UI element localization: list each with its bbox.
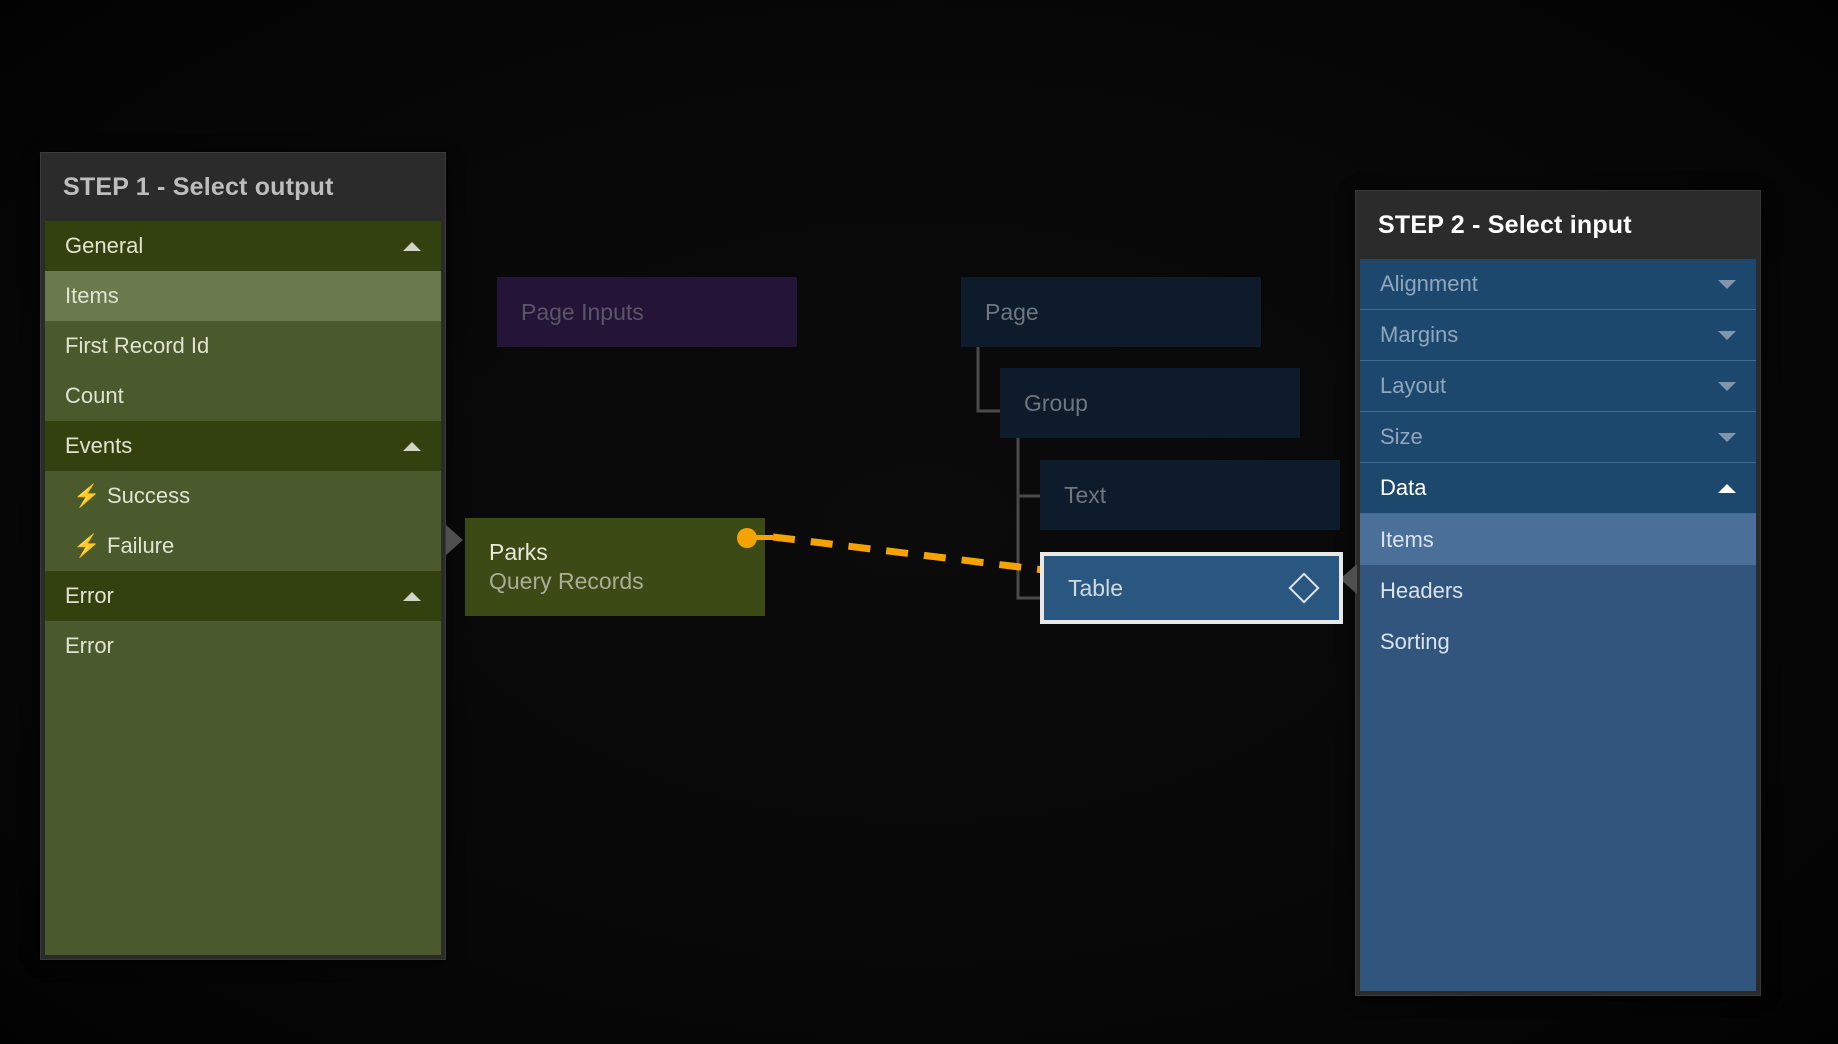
step1-section-error[interactable]: Error [45,571,441,621]
parks-output-port[interactable] [737,528,757,548]
caret-down-icon[interactable] [1718,279,1736,289]
node-text[interactable]: Text [1040,460,1340,530]
step2-section-alignment[interactable]: Alignment [1360,259,1756,310]
node-page[interactable]: Page [961,277,1261,347]
step1-item-failure[interactable]: ⚡ Failure [45,521,441,571]
step1-item-error-label: Error [65,633,114,658]
step2-section-layout-label: Layout [1380,373,1447,398]
step1-item-items[interactable]: Items [45,271,441,321]
step1-item-error[interactable]: Error [45,621,441,671]
caret-up-icon[interactable] [403,441,421,451]
step2-item-headers-label: Headers [1380,577,1464,603]
step2-section-size[interactable]: Size [1360,412,1756,463]
caret-up-icon[interactable] [403,241,421,251]
node-table[interactable]: Table [1040,552,1343,624]
step-1-title: STEP 1 - Select output [63,172,334,201]
step-2-list[interactable]: Alignment Margins Layout Size Data Items [1360,259,1756,991]
caret-down-icon[interactable] [1718,381,1736,391]
caret-down-icon[interactable] [1718,330,1736,340]
step2-item-headers[interactable]: Headers [1360,565,1756,616]
parks-output-stub [755,535,773,540]
node-text-label: Text [1064,481,1107,508]
caret-up-icon[interactable] [403,591,421,601]
step1-item-first-record-id-label: First Record Id [65,333,210,358]
step1-section-error-label: Error [65,583,114,608]
node-parks-subtitle: Query Records [489,568,644,594]
lightning-bolt-icon: ⚡ [73,483,101,508]
step2-section-margins[interactable]: Margins [1360,310,1756,361]
step1-item-count[interactable]: Count [45,371,441,421]
node-table-label: Table [1068,574,1123,601]
node-page-inputs[interactable]: Page Inputs [497,277,797,347]
step1-section-events[interactable]: Events [45,421,441,471]
step2-section-size-label: Size [1380,424,1423,449]
node-parks[interactable]: Parks Query Records [465,518,765,616]
node-parks-title: Parks [489,539,548,566]
step1-section-events-label: Events [65,433,133,458]
node-group-label: Group [1024,389,1088,416]
step2-item-sorting[interactable]: Sorting [1360,616,1756,667]
caret-down-icon[interactable] [1718,432,1736,442]
step2-section-data-label: Data [1380,475,1427,500]
step-2-input-arrow-icon [1340,564,1357,594]
diamond-icon[interactable] [1288,572,1320,604]
step2-item-sorting-label: Sorting [1380,628,1450,654]
step1-item-success-label: Success [107,483,191,508]
step1-item-items-label: Items [65,283,119,308]
node-page-inputs-label: Page Inputs [521,298,644,325]
step-2-title: STEP 2 - Select input [1378,210,1632,239]
node-group[interactable]: Group [1000,368,1300,438]
caret-up-icon[interactable] [1718,483,1736,493]
step1-item-first-record-id[interactable]: First Record Id [45,321,441,371]
step2-section-alignment-label: Alignment [1380,271,1478,296]
step2-section-layout[interactable]: Layout [1360,361,1756,412]
step1-item-count-label: Count [65,383,124,408]
step-1-output-arrow-icon [446,525,463,555]
step2-section-margins-label: Margins [1380,322,1459,347]
step-1-panel[interactable]: STEP 1 - Select output General Items Fir… [40,152,463,960]
step1-section-general[interactable]: General [45,221,441,271]
step-2-panel[interactable]: STEP 2 - Select input Alignment Margins … [1340,190,1761,996]
step-1-list[interactable]: General Items First Record Id Count Even… [45,221,441,955]
node-page-label: Page [985,298,1039,325]
step2-section-data[interactable]: Data [1360,463,1756,514]
step1-item-success[interactable]: ⚡ Success [45,471,441,521]
step2-item-items[interactable]: Items [1360,514,1756,565]
step2-item-items-label: Items [1380,526,1434,552]
step1-section-general-label: General [65,233,144,258]
lightning-bolt-icon: ⚡ [73,533,101,558]
step1-item-failure-label: Failure [107,533,175,558]
